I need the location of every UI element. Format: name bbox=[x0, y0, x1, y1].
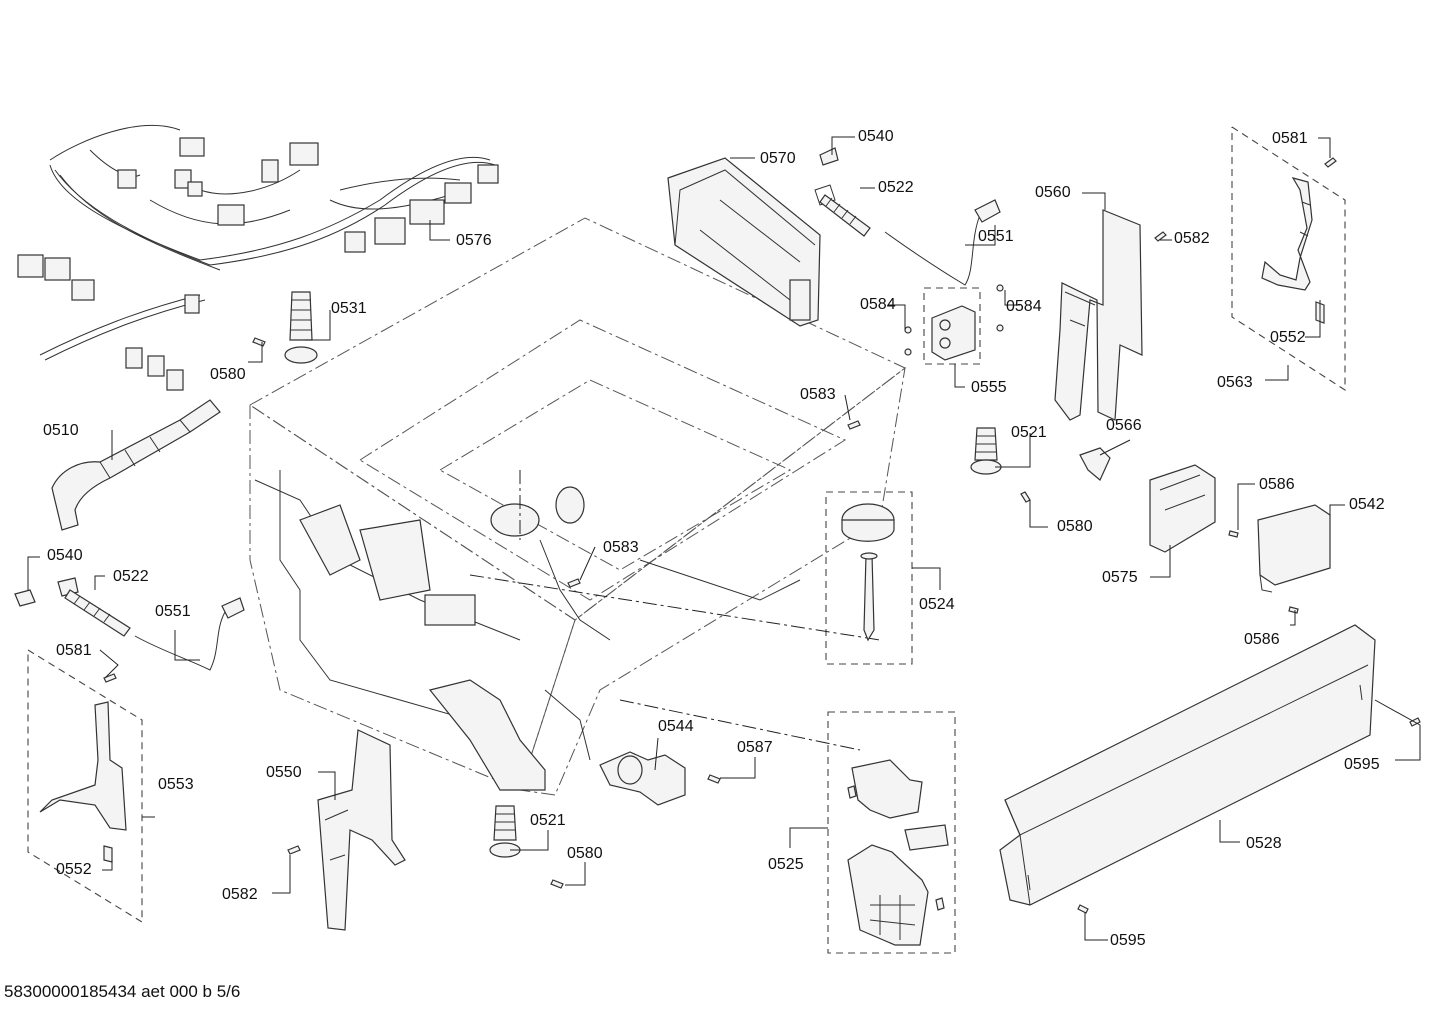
leader-lines bbox=[27, 136, 1421, 941]
hinge-arm-0550 bbox=[317, 729, 406, 931]
callout-0555: 0555 bbox=[971, 379, 1007, 396]
callout-0551-lower: 0551 bbox=[155, 603, 191, 620]
callout-0570: 0570 bbox=[760, 150, 796, 167]
callout-0525: 0525 bbox=[768, 856, 804, 873]
control-module-0570 bbox=[667, 157, 821, 327]
foot-0521-lower bbox=[489, 805, 521, 858]
foot-0521-upper bbox=[970, 427, 1002, 475]
callout-0581-lower: 0581 bbox=[56, 642, 92, 659]
callout-0531: 0531 bbox=[331, 300, 367, 317]
hinge-0563 bbox=[1261, 177, 1325, 324]
callout-0553: 0553 bbox=[158, 776, 194, 793]
foot-0531 bbox=[284, 291, 318, 364]
callout-0552-upper: 0552 bbox=[1270, 329, 1306, 346]
bracket-0555 bbox=[931, 305, 976, 361]
callout-0583-upper: 0583 bbox=[800, 386, 836, 403]
basket-0525 bbox=[847, 759, 949, 946]
callout-0524: 0524 bbox=[919, 596, 955, 613]
callout-0522-lower: 0522 bbox=[113, 568, 149, 585]
callout-0584-left: 0584 bbox=[860, 296, 896, 313]
group-box-0555 bbox=[923, 287, 981, 365]
panel-0528 bbox=[999, 624, 1376, 906]
cable-0551-upper bbox=[884, 199, 1001, 286]
group-box-0563 bbox=[1231, 126, 1346, 392]
callout-0540-upper: 0540 bbox=[858, 128, 894, 145]
small-screws bbox=[103, 157, 1421, 914]
callout-0551-upper: 0551 bbox=[978, 228, 1014, 245]
bracket-0575 bbox=[1149, 464, 1216, 553]
callout-0575: 0575 bbox=[1102, 569, 1138, 586]
valve-0544 bbox=[599, 751, 686, 806]
callout-0550: 0550 bbox=[266, 764, 302, 781]
group-box-0525 bbox=[827, 711, 956, 954]
spring-0522-upper bbox=[814, 147, 871, 237]
hinge-arm-0560 bbox=[1054, 209, 1143, 421]
callout-0510: 0510 bbox=[43, 422, 79, 439]
callout-0542: 0542 bbox=[1349, 496, 1385, 513]
callout-0582-lower: 0582 bbox=[222, 886, 258, 903]
sensor-0566 bbox=[1079, 447, 1111, 481]
callout-0540-lower: 0540 bbox=[47, 547, 83, 564]
document-id-footer: 58300000185434 aet 000 b 5/6 bbox=[4, 982, 241, 1001]
callout-0580-lower: 0580 bbox=[567, 845, 603, 862]
cover-0542 bbox=[1257, 504, 1331, 593]
callout-0587: 0587 bbox=[737, 739, 773, 756]
callout-0595-upper: 0595 bbox=[1344, 756, 1380, 773]
callout-0544: 0544 bbox=[658, 718, 694, 735]
callout-0586-lower: 0586 bbox=[1244, 631, 1280, 648]
callout-0595-lower: 0595 bbox=[1110, 932, 1146, 949]
dishwasher-tub bbox=[249, 217, 906, 796]
spring-0522-lower bbox=[14, 577, 131, 637]
callout-0576: 0576 bbox=[456, 232, 492, 249]
callout-0521-lower: 0521 bbox=[530, 812, 566, 829]
callout-0584-right: 0584 bbox=[1006, 298, 1042, 315]
group-box-0553 bbox=[27, 649, 143, 923]
callout-0582-upper: 0582 bbox=[1174, 230, 1210, 247]
hose-0510 bbox=[51, 399, 221, 531]
callout-0581-upper: 0581 bbox=[1272, 130, 1308, 147]
callout-0560: 0560 bbox=[1035, 184, 1071, 201]
callout-0552-lower: 0552 bbox=[56, 861, 92, 878]
group-box-0524 bbox=[825, 491, 913, 665]
cap-0524 bbox=[841, 503, 895, 642]
callout-0528: 0528 bbox=[1246, 835, 1282, 852]
callout-0583-lower: 0583 bbox=[603, 539, 639, 556]
callout-0580-right: 0580 bbox=[1057, 518, 1093, 535]
callout-0522-upper: 0522 bbox=[878, 179, 914, 196]
callout-0566: 0566 bbox=[1106, 417, 1142, 434]
callout-0580-left: 0580 bbox=[210, 366, 246, 383]
callout-0563: 0563 bbox=[1217, 374, 1253, 391]
callout-0586-upper: 0586 bbox=[1259, 476, 1295, 493]
wiring-harness bbox=[17, 125, 499, 391]
cable-0551-lower bbox=[134, 597, 245, 671]
callout-0521-upper: 0521 bbox=[1011, 424, 1047, 441]
hinge-0553 bbox=[39, 701, 127, 863]
